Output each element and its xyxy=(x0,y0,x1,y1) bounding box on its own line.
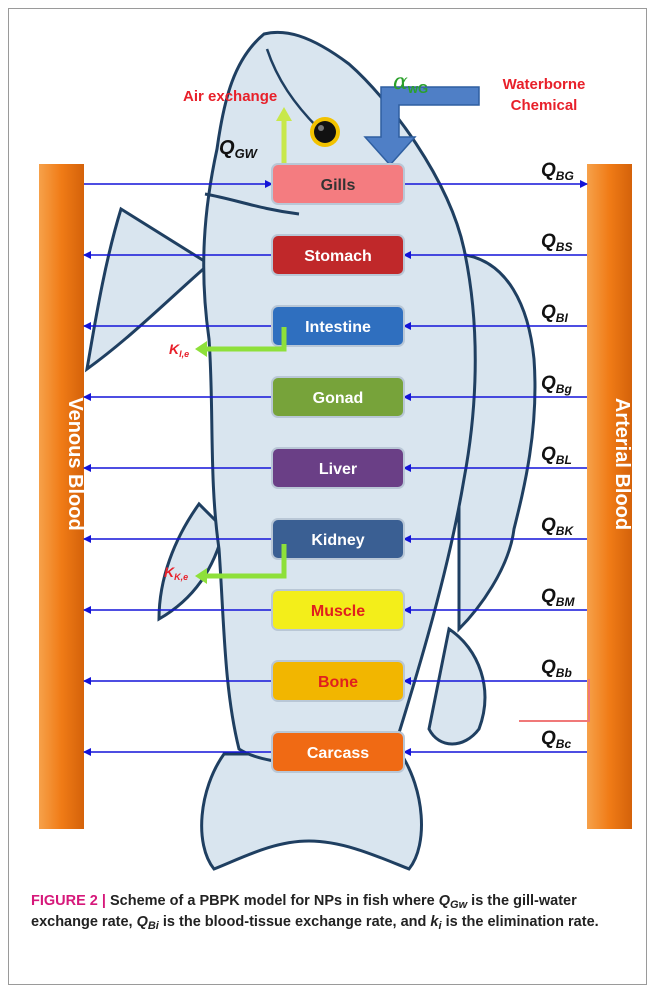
waterborne-label-line1: Waterborne xyxy=(503,76,586,93)
caption-lead: FIGURE 2 | xyxy=(31,893,110,909)
k-intestine-label: KI,e xyxy=(169,341,189,359)
flow-label-gonad: QBg xyxy=(541,373,572,396)
intestine-elimination-arrowhead xyxy=(195,341,207,357)
organ-label-gills: Gills xyxy=(321,177,356,194)
organ-label-kidney: Kidney xyxy=(311,532,364,549)
fish-eye xyxy=(310,117,340,147)
caption-qbi: QBi xyxy=(137,914,159,930)
waterborne-label-line2: Chemical xyxy=(511,97,578,114)
flow-label-liver: QBL xyxy=(541,444,572,467)
organ-label-muscle: Muscle xyxy=(311,603,365,620)
organ-label-gonad: Gonad xyxy=(313,390,364,407)
venous-blood-label: Venous Blood xyxy=(64,397,86,530)
caption-text-1: Scheme of a PBPK model for NPs in fish w… xyxy=(110,893,439,909)
organ-label-stomach: Stomach xyxy=(304,248,372,265)
pbpk-diagram: Venous Blood Arterial Blood GillsStomach… xyxy=(9,9,646,879)
caption-ki: ki xyxy=(430,914,441,930)
air-exchange-label: Air exchange xyxy=(183,88,277,105)
figure-caption: FIGURE 2 | Scheme of a PBPK model for NP… xyxy=(31,891,646,933)
flow-label-bone: QBb xyxy=(541,657,572,680)
caption-text-4: is the elimination rate. xyxy=(442,914,599,930)
fish-pectoral-fin xyxy=(87,209,209,369)
caption-qgw: QGw xyxy=(439,893,467,909)
organ-label-bone: Bone xyxy=(318,674,358,691)
alpha-wg-label: αwG xyxy=(393,70,428,96)
flow-label-carcass: QBc xyxy=(541,728,571,751)
organ-label-carcass: Carcass xyxy=(307,745,369,762)
bone-pink-marker xyxy=(519,679,589,721)
flow-label-intestine: QBI xyxy=(541,302,568,325)
organ-boxes: GillsStomachIntestineGonadLiverKidneyMus… xyxy=(272,164,404,772)
flow-label-kidney: QBK xyxy=(541,515,574,538)
fish-anal-fin xyxy=(429,629,485,744)
flow-label-muscle: QBM xyxy=(541,586,575,609)
arterial-blood-label: Arterial Blood xyxy=(611,398,633,530)
flow-label-gills: QBG xyxy=(541,160,574,183)
fish-pelvic-fin xyxy=(159,504,224,619)
organ-label-liver: Liver xyxy=(319,461,357,478)
flow-label-stomach: QBS xyxy=(541,231,572,254)
caption-text-3: is the blood-tissue exchange rate, and xyxy=(159,914,431,930)
organ-label-intestine: Intestine xyxy=(305,319,371,336)
